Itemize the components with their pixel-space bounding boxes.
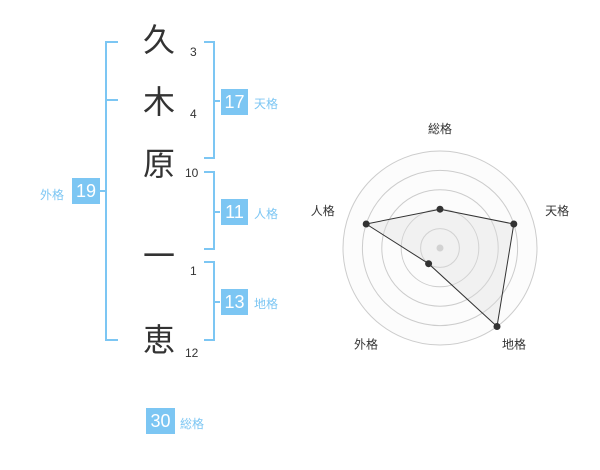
stroke-count-5: 12	[185, 346, 199, 360]
radar-series	[362, 205, 518, 330]
jinkaku-bracket	[204, 171, 215, 250]
radar-ring	[381, 189, 499, 307]
radar-axis-label-5: 人格	[311, 203, 335, 218]
radar-axis-label-4: 外格	[354, 336, 378, 351]
radar-point-4	[425, 260, 433, 268]
radar-point-5	[362, 220, 370, 228]
radar-point-3	[493, 322, 501, 330]
soukaku-value-badge: 30	[146, 408, 175, 434]
radar-series-area	[364, 208, 515, 328]
chikaku-label: 地格	[254, 297, 279, 311]
gaikaku-value-badge: 19	[72, 178, 100, 204]
radar-center-dot	[436, 244, 444, 252]
radar-point-2	[510, 220, 518, 228]
tenkaku-label: 天格	[254, 97, 279, 111]
radar-point-1	[436, 205, 444, 213]
stroke-count-2: 4	[190, 107, 197, 121]
radar-axis-label-3: 地格	[502, 336, 526, 351]
stroke-count-4: 1	[190, 264, 197, 278]
jinkaku-value-badge: 11	[221, 199, 248, 225]
stroke-count-1: 3	[190, 45, 197, 59]
name-char-2: 木	[142, 83, 175, 121]
radar-axis-label-1: 総格	[428, 121, 452, 136]
tenkaku-value-badge: 17	[221, 89, 248, 115]
radar-grid	[342, 150, 538, 346]
gaikaku-label: 外格	[40, 188, 65, 202]
name-char-4: 一	[142, 237, 175, 275]
name-char-3: 原	[142, 145, 175, 183]
chikaku-value-badge: 13	[221, 289, 248, 315]
radar-ring	[420, 228, 460, 268]
name-char-1: 久	[142, 21, 175, 59]
radar-axis-label-2: 天格	[545, 203, 569, 218]
radar-ring	[361, 169, 519, 327]
name-char-5: 恵	[142, 321, 175, 359]
soukaku-label: 総格	[180, 417, 205, 431]
jinkaku-label: 人格	[254, 207, 279, 221]
stroke-count-3: 10	[185, 166, 199, 180]
